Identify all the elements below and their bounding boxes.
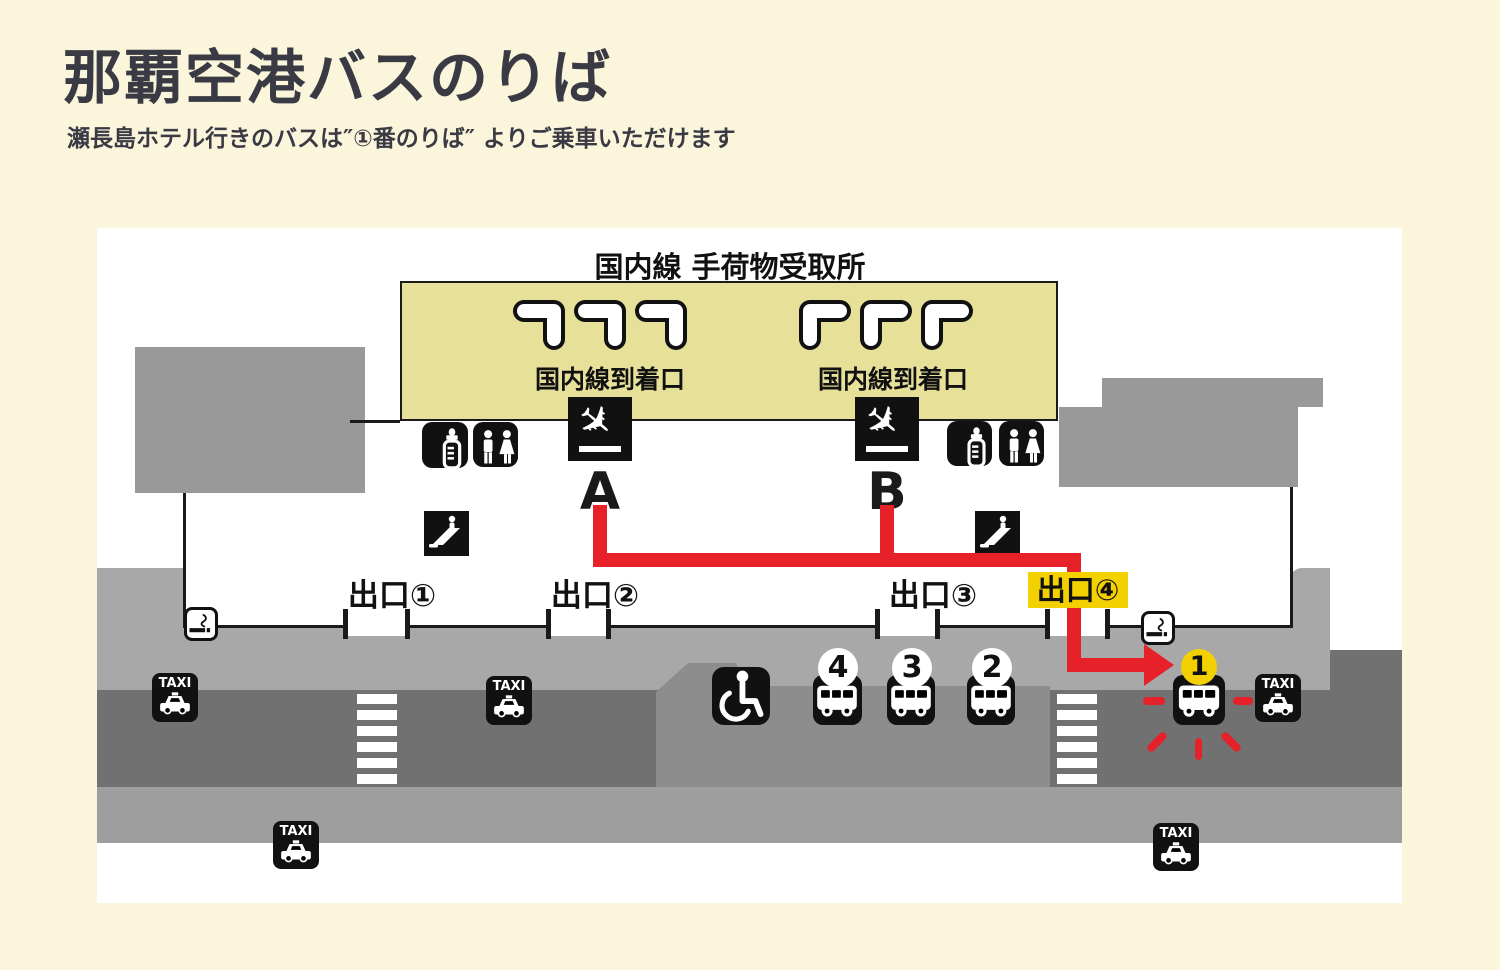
arrival-gate-a-label: 国内線到着口 (534, 365, 685, 394)
crosswalk-left (357, 690, 397, 787)
baggage-carousel-icon (860, 300, 912, 350)
door-tick (343, 609, 348, 639)
airplane-landing-icon: ✈ (566, 391, 632, 461)
toilet-icon (473, 422, 518, 467)
escalator-icon (424, 511, 469, 556)
baby-bottle-icon (947, 421, 992, 468)
route-line-from-b (880, 505, 894, 567)
terminal-wall-left (183, 493, 186, 628)
front-wall-seg (1107, 625, 1290, 628)
taxi-word: TAXI (279, 824, 313, 839)
baggage-carousel-icon (921, 300, 973, 350)
door-tick (1045, 609, 1050, 639)
taxi-word: TAXI (1159, 826, 1193, 841)
exit-3-doorway (880, 610, 935, 636)
bus-stop-1-number-highlighted: 1 (1181, 649, 1217, 685)
exit-4-label-highlighted: 出口④ (1028, 572, 1128, 608)
taxi-icon: TAXI (486, 676, 532, 725)
baggage-carousel-icon (635, 300, 687, 350)
page-title: 那覇空港バスのりば (63, 43, 613, 112)
bus-stop-1 (1173, 675, 1225, 725)
terminal-building-right (1059, 407, 1298, 487)
front-wall-seg (408, 625, 548, 628)
door-tick (935, 609, 940, 639)
runway-bar (579, 446, 621, 452)
route-arrow-icon (1144, 644, 1174, 686)
baggage-carousel-icon (574, 300, 626, 350)
bus-stop-4-number: 4 (818, 648, 858, 688)
baggage-carousel-icon (799, 300, 851, 350)
exit-1-doorway (348, 610, 405, 636)
crosswalk-right (1057, 690, 1097, 787)
airplane-glyph: ✈ (566, 391, 625, 452)
taxi-icon: TAXI (273, 821, 319, 869)
taxi-icon: TAXI (1255, 674, 1301, 722)
terminal-wall-right (1290, 487, 1293, 628)
exit-2-doorway (551, 610, 606, 636)
route-line-main (593, 553, 1081, 567)
front-wall-seg (608, 625, 877, 628)
emphasis-dash (1233, 697, 1253, 705)
emphasis-dash (1143, 697, 1165, 705)
sidewalk-right-bar (1290, 568, 1330, 690)
front-wall-seg (937, 625, 1047, 628)
sidewalk-upper-left-block (97, 568, 185, 630)
wheelchair-icon (712, 667, 770, 725)
door-tick (546, 609, 551, 639)
airport-map: 国内線 手荷物受取所 国内線到着口 国内線到着口 ✈ ✈ A B (97, 228, 1402, 903)
taxi-word: TAXI (492, 679, 526, 694)
baggage-claim-label: 国内線 手荷物受取所 (594, 250, 866, 284)
taxi-icon: TAXI (152, 673, 198, 722)
baby-bottle-icon (422, 422, 468, 470)
wall-connector (350, 420, 400, 423)
route-line-to-stop1 (1067, 658, 1144, 672)
door-tick (606, 609, 611, 639)
escalator-icon (975, 511, 1020, 556)
terminal-building-left (135, 347, 365, 493)
baggage-carousel-icon (513, 300, 565, 350)
taxi-icon: TAXI (1153, 823, 1199, 871)
smoking-area-icon (184, 607, 218, 641)
bus-stop-4 (813, 675, 862, 725)
door-tick (875, 609, 880, 639)
toilet-icon (999, 421, 1044, 466)
route-line-from-a (593, 505, 607, 567)
airplane-glyph: ✈ (853, 391, 912, 452)
terminal-building-right-upper (1102, 378, 1323, 407)
taxi-word: TAXI (1261, 677, 1295, 692)
smoking-area-icon (1141, 611, 1175, 645)
door-tick (1105, 609, 1110, 639)
exit-3-label: 出口③ (888, 578, 978, 614)
front-wall-seg (185, 625, 345, 628)
taxi-word: TAXI (158, 676, 192, 691)
exit-2-label: 出口② (550, 578, 640, 614)
runway-bar (866, 446, 908, 452)
road-right-upper (1330, 650, 1402, 692)
exit-1-label: 出口① (347, 578, 437, 614)
arrival-gate-b-label: 国内線到着口 (817, 365, 968, 394)
route-line-exit4 (1067, 553, 1081, 672)
page-subtitle: 瀬長島ホテル行きのバスは″①番のりば″ よりご乗車いただけます (67, 126, 736, 152)
airplane-landing-icon: ✈ (853, 391, 919, 461)
door-tick (405, 609, 410, 639)
bus-stop-2-number: 2 (972, 648, 1012, 688)
bus-stop-3-number: 3 (892, 648, 932, 688)
emphasis-dash (1195, 738, 1202, 760)
